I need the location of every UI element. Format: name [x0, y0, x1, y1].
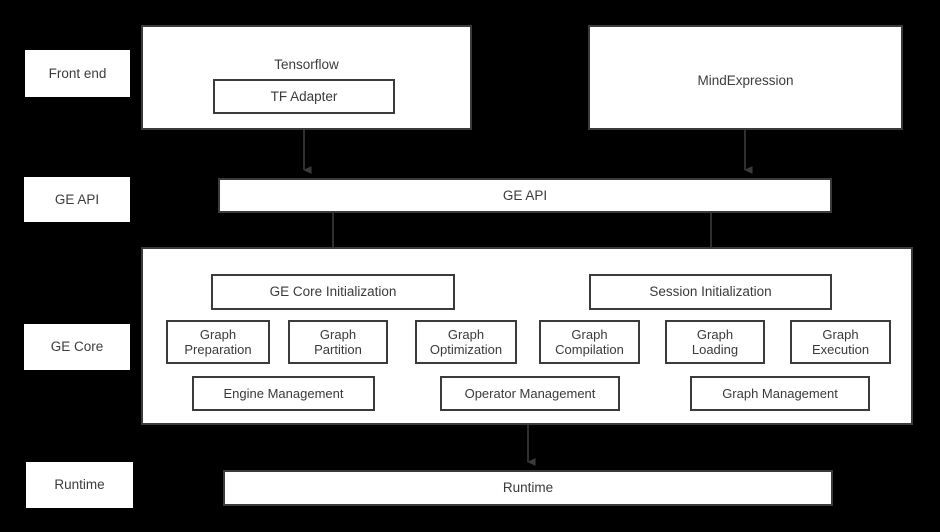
node-operator-management[interactable]: Operator Management	[440, 376, 620, 411]
framework-tensorflow[interactable]: Tensorflow	[141, 25, 472, 130]
framework-tensorflow-label: Tensorflow	[274, 57, 339, 72]
tier-label-front-end: Front end	[25, 50, 130, 97]
node-graph-preparation[interactable]: Graph Preparation	[166, 320, 270, 364]
tier-label-runtime: Runtime	[26, 462, 133, 508]
node-ge-api[interactable]: GE API	[218, 178, 832, 213]
node-graph-partition[interactable]: Graph Partition	[288, 320, 388, 364]
node-graph-compilation[interactable]: Graph Compilation	[539, 320, 640, 364]
node-engine-management[interactable]: Engine Management	[192, 376, 375, 411]
node-session-initialization[interactable]: Session Initialization	[589, 274, 832, 310]
node-graph-optimization[interactable]: Graph Optimization	[415, 320, 517, 364]
framework-mindexpression[interactable]: MindExpression	[588, 25, 903, 130]
node-runtime[interactable]: Runtime	[223, 470, 833, 506]
tier-label-ge-core: GE Core	[24, 324, 130, 370]
node-graph-management[interactable]: Graph Management	[690, 376, 870, 411]
node-tf-adapter[interactable]: TF Adapter	[213, 79, 395, 114]
tier-label-ge-api: GE API	[24, 177, 130, 222]
node-graph-loading[interactable]: Graph Loading	[665, 320, 765, 364]
framework-mindexpression-label: MindExpression	[697, 73, 794, 88]
node-graph-execution[interactable]: Graph Execution	[790, 320, 891, 364]
node-ge-core-initialization[interactable]: GE Core Initialization	[211, 274, 455, 310]
